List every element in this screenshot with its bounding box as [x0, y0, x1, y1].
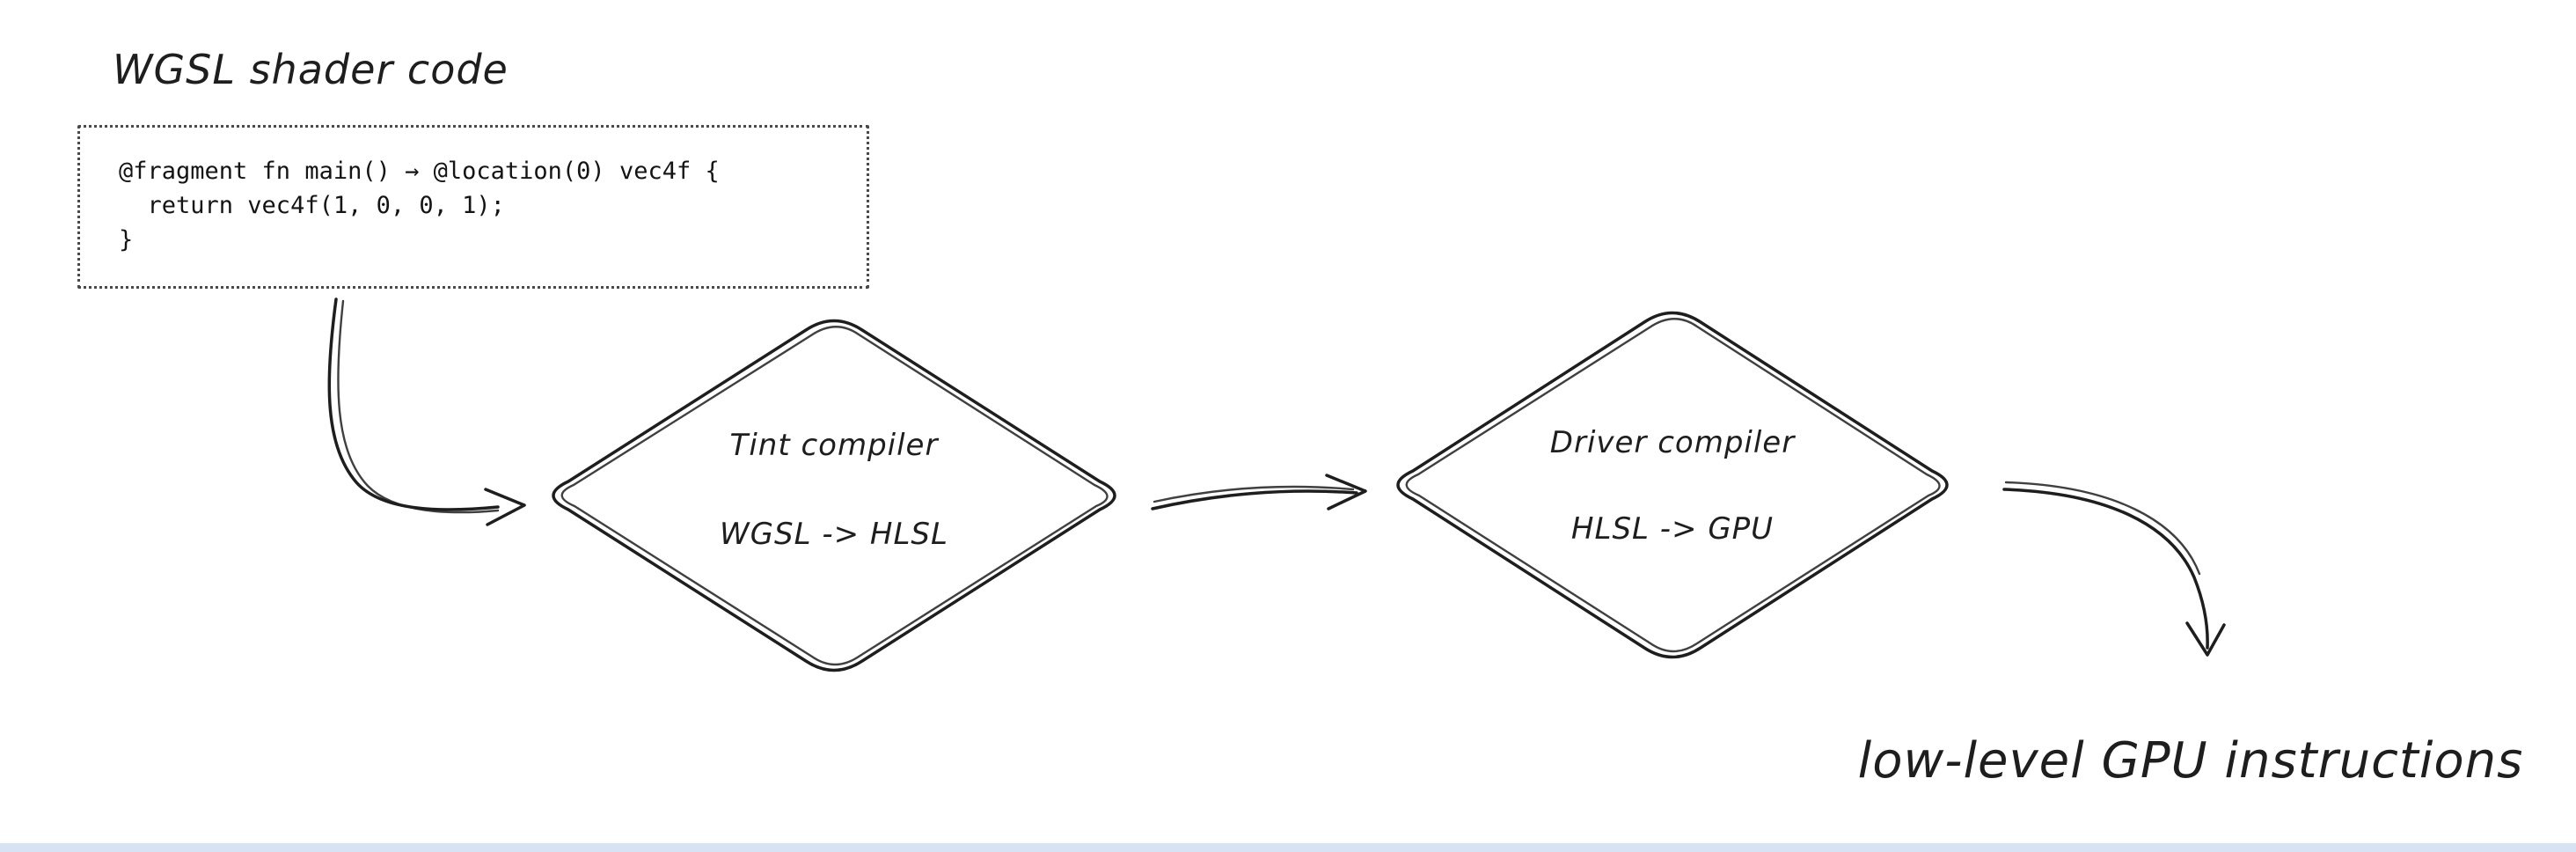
output-label: low-level GPU instructions [1857, 732, 2524, 790]
code-line: return vec4f(1, 0, 0, 1); [119, 192, 505, 219]
tint-compiler-node-title: Tint compiler [729, 428, 939, 463]
code-to-tint-arrow [327, 297, 526, 526]
code-box: @fragment fn main() → @location(0) vec4f… [77, 125, 869, 289]
code-line: @fragment fn main() → @location(0) vec4f… [119, 158, 720, 185]
driver-compiler-diamond-shape [1396, 311, 1949, 659]
tint-to-driver-arrow [1151, 474, 1367, 510]
code-line: } [119, 226, 134, 253]
bottom-edge-strip [0, 843, 2576, 852]
driver-compiler-node-title: Driver compiler [1549, 425, 1796, 460]
diagram-title: WGSL shader code [113, 46, 509, 93]
driver-to-output-arrow [2002, 481, 2226, 657]
tint-compiler-node-subtitle: WGSL -> HLSL [720, 517, 948, 552]
tint-compiler-diamond-shape [552, 319, 1116, 672]
driver-compiler-node-subtitle: HLSL -> GPU [1570, 511, 1775, 547]
